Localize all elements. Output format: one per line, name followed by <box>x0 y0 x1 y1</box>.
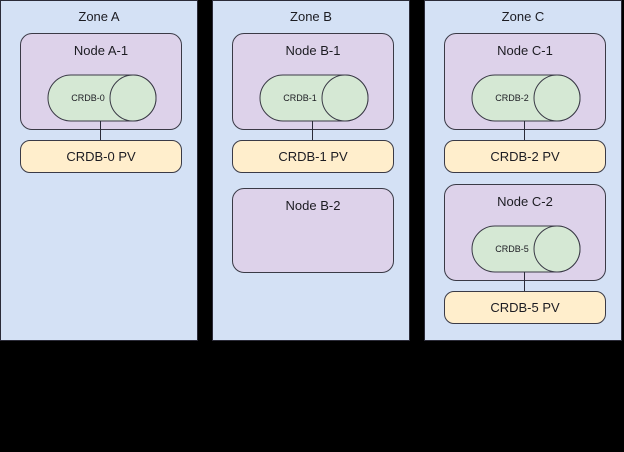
node-b-2: Node B-2 <box>232 188 394 273</box>
connector-node-b-1-to-crdb-1-pv <box>312 121 313 141</box>
zone-b-container: Zone B Node B-1 CRDB-1 CRDB-1 PV Node B-… <box>212 0 410 341</box>
zone-a-container: Zone A Node A-1 CRDB-0 CRDB-0 PV <box>0 0 198 341</box>
database-cylinder-crdb-2: CRDB-2 <box>471 74 581 122</box>
pv-crdb-2: CRDB-2 PV <box>444 140 606 173</box>
node-c-1: Node C-1 CRDB-2 <box>444 33 606 130</box>
node-a-1: Node A-1 CRDB-0 <box>20 33 182 130</box>
database-label-crdb-0: CRDB-0 <box>71 93 105 103</box>
database-cylinder-crdb-0: CRDB-0 <box>47 74 157 122</box>
zone-c-container: Zone C Node C-1 CRDB-2 CRDB-2 PV Node C-… <box>424 0 622 341</box>
database-label-crdb-2: CRDB-2 <box>495 93 529 103</box>
node-c-2: Node C-2 CRDB-5 <box>444 184 606 281</box>
pv-crdb-5-label: CRDB-5 PV <box>490 300 560 315</box>
database-cylinder-crdb-5: CRDB-5 <box>471 225 581 273</box>
node-c-1-label: Node C-1 <box>497 43 553 58</box>
pv-crdb-0-label: CRDB-0 PV <box>66 149 136 164</box>
pv-crdb-5: CRDB-5 PV <box>444 291 606 324</box>
zone-c-label: Zone C <box>501 9 545 24</box>
zone-a-label: Zone A <box>78 9 120 24</box>
connector-node-c-1-to-crdb-2-pv <box>524 121 525 141</box>
node-a-1-label: Node A-1 <box>73 43 129 58</box>
database-label-crdb-5: CRDB-5 <box>495 244 529 254</box>
pv-crdb-2-label: CRDB-2 PV <box>490 149 560 164</box>
node-b-2-label: Node B-2 <box>285 198 341 213</box>
database-cylinder-crdb-1: CRDB-1 <box>259 74 369 122</box>
connector-node-c-2-to-crdb-5-pv <box>524 272 525 292</box>
pv-crdb-1: CRDB-1 PV <box>232 140 394 173</box>
node-b-1-label: Node B-1 <box>285 43 341 58</box>
pv-crdb-1-label: CRDB-1 PV <box>278 149 348 164</box>
pv-crdb-0: CRDB-0 PV <box>20 140 182 173</box>
connector-node-a-1-to-crdb-0-pv <box>100 121 101 141</box>
node-c-2-label: Node C-2 <box>497 194 553 209</box>
zone-b-label: Zone B <box>290 9 332 24</box>
node-b-1: Node B-1 CRDB-1 <box>232 33 394 130</box>
database-label-crdb-1: CRDB-1 <box>283 93 317 103</box>
